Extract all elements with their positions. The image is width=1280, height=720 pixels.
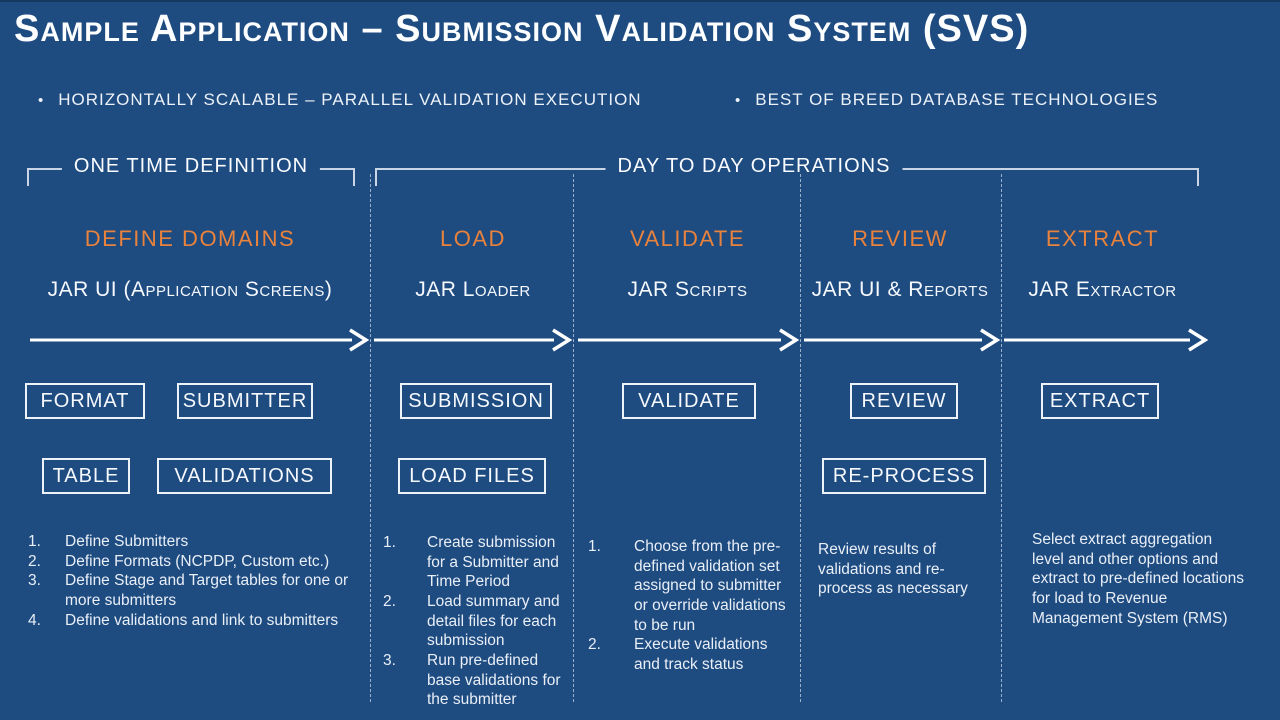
step-item: Define Stage and Target tables for one o… [65,572,349,610]
bullet-text: HORIZONTALLY SCALABLE – PARALLEL VALIDAT… [58,90,642,109]
slide-title: Sample Application – Submission Validati… [14,8,1030,50]
tool-label-jar-scripts: JAR Scripts [627,278,748,301]
column-divider-dashed [573,174,574,702]
step-item: Create submission for a Submitter and Ti… [427,534,559,591]
process-flow-arrows [30,328,1209,352]
note-extract: Select extract aggregation level and oth… [1032,531,1244,627]
step-item: Define Submitters [65,533,189,550]
bullet-text: BEST OF BREED DATABASE TECHNOLOGIES [755,90,1159,109]
box-load-files: LOAD FILES [398,458,546,494]
box-extract: EXTRACT [1041,383,1159,419]
step-item: Choose from the pre-defined validation s… [634,538,786,634]
bullet-item-database: • BEST OF BREED DATABASE TECHNOLOGIES [735,90,1158,110]
bullet-dot-icon: • [735,92,742,109]
bullet-dot-icon: • [38,92,45,109]
step-item: Define validations and link to submitter… [65,611,339,629]
column-divider-dashed [370,174,371,702]
step-item: Run pre-defined base validations for the… [427,652,561,709]
box-submitter: SUBMITTER [177,383,313,419]
box-submission: SUBMISSION [400,383,552,419]
tool-label-jar-ui-reports: JAR UI & Reports [811,278,989,301]
note-review: Review results of validations and re-pro… [818,541,968,598]
flow-arrow [374,328,573,352]
steps-list-validate: Choose from the pre-defined validation s… [588,537,796,675]
column-divider-dashed [1001,174,1002,702]
step-item: Execute validations and track status [634,636,768,674]
bullet-item-scalable: • HORIZONTALLY SCALABLE – PARALLEL VALIDA… [38,90,642,110]
phase-label: ONE TIME DEFINITION [61,155,321,178]
steps-list-define-domains: Define Submitters Define Formats (NCPDP,… [28,532,353,630]
flow-arrow [30,328,370,352]
box-re-process: RE-PROCESS [822,458,986,494]
step-item: Define Formats (NCPDP, Custom etc.) [65,552,330,570]
tool-label-jar-ui: JAR UI (Application Screens) [47,278,333,301]
steps-list-load: Create submission for a Submitter and Ti… [383,533,570,710]
column-header-load: LOAD [440,226,506,251]
flow-arrow [804,328,1001,352]
column-header-extract: EXTRACT [1045,226,1160,251]
tool-label-jar-loader: JAR Loader [415,278,531,301]
column-header-review: REVIEW [852,226,948,251]
column-header-define-domains: DEFINE DOMAINS [84,226,296,251]
column-divider-dashed [800,174,801,702]
box-validations: VALIDATIONS [157,458,332,494]
box-table: TABLE [42,458,130,494]
flow-arrow [578,328,800,352]
phase-bracket-one-time: ONE TIME DEFINITION [27,155,355,186]
phase-bracket-day-to-day: DAY TO DAY OPERATIONS [375,155,1199,186]
phase-label: DAY TO DAY OPERATIONS [605,155,903,178]
flow-arrow [1004,328,1209,352]
box-review: REVIEW [850,383,958,419]
box-format: FORMAT [25,383,145,419]
box-validate: VALIDATE [622,383,756,419]
step-item: Load summary and detail files for each s… [427,593,560,650]
column-header-validate: VALIDATE [629,226,746,251]
tool-label-jar-extractor: JAR Extractor [1028,278,1177,301]
